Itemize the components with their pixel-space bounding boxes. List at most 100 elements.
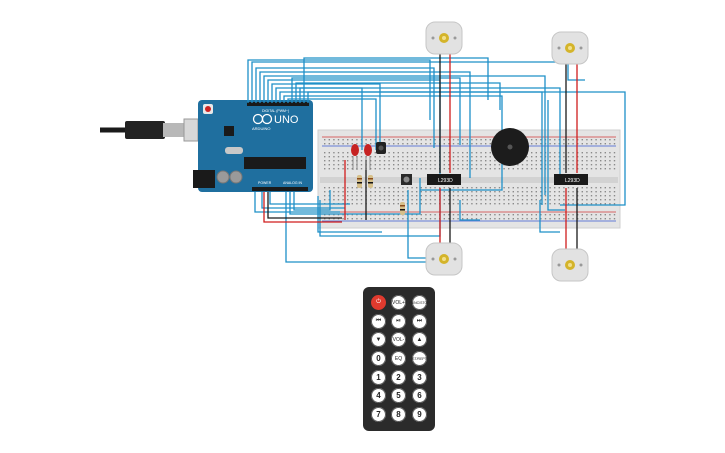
breadboard-hole[interactable] — [613, 199, 616, 201]
breadboard-hole[interactable] — [411, 168, 413, 170]
breadboard-hole[interactable] — [595, 156, 597, 158]
breadboard-hole[interactable] — [388, 187, 390, 189]
breadboard-hole[interactable] — [540, 160, 542, 162]
breadboard-hole[interactable] — [328, 139, 330, 141]
breadboard-hole[interactable] — [540, 203, 542, 205]
breadboard-hole[interactable] — [351, 199, 353, 201]
breadboard-hole[interactable] — [347, 160, 349, 162]
breadboard-hole[interactable] — [420, 160, 422, 162]
breadboard-hole[interactable] — [503, 168, 505, 170]
breadboard-hole[interactable] — [448, 139, 450, 141]
breadboard-hole[interactable] — [531, 218, 533, 220]
breadboard-hole[interactable] — [613, 214, 616, 216]
breadboard-hole[interactable] — [558, 139, 560, 141]
breadboard-hole[interactable] — [443, 187, 445, 189]
breadboard-hole[interactable] — [609, 168, 611, 170]
breadboard-hole[interactable] — [466, 143, 468, 145]
ir-remote[interactable]: ⏻ VOL+ FUNC/STOP ⏮ ⏯ ⏭ ▼ VOL- ▲ 0 EQ ST/… — [363, 287, 435, 431]
breadboard-hole[interactable] — [333, 218, 335, 220]
breadboard-hole[interactable] — [370, 139, 372, 141]
breadboard-hole[interactable] — [393, 195, 395, 197]
breadboard-hole[interactable] — [425, 160, 427, 162]
breadboard-hole[interactable] — [420, 214, 422, 216]
breadboard-hole[interactable] — [397, 214, 399, 216]
breadboard-hole[interactable] — [434, 143, 436, 145]
breadboard-hole[interactable] — [544, 203, 547, 205]
breadboard-hole[interactable] — [333, 168, 335, 170]
breadboard-hole[interactable] — [577, 164, 579, 166]
breadboard-hole[interactable] — [577, 152, 579, 154]
breadboard-hole[interactable] — [411, 156, 413, 158]
breadboard-hole[interactable] — [535, 191, 537, 193]
breadboard-hole[interactable] — [613, 168, 616, 170]
breadboard-hole[interactable] — [356, 191, 358, 193]
breadboard-hole[interactable] — [600, 187, 602, 189]
breadboard-hole[interactable] — [600, 195, 602, 197]
breadboard-hole[interactable] — [429, 203, 432, 205]
breadboard-hole[interactable] — [540, 214, 542, 216]
breadboard-hole[interactable] — [531, 195, 533, 197]
breadboard-hole[interactable] — [590, 143, 593, 145]
breadboard-hole[interactable] — [577, 168, 579, 170]
breadboard-hole[interactable] — [402, 156, 404, 158]
breadboard-hole[interactable] — [457, 160, 459, 162]
breadboard-hole[interactable] — [535, 218, 537, 220]
breadboard-hole[interactable] — [485, 214, 487, 216]
breadboard-hole[interactable] — [383, 139, 386, 141]
breadboard-hole[interactable] — [328, 143, 330, 145]
breadboard-hole[interactable] — [581, 191, 583, 193]
breadboard-hole[interactable] — [613, 164, 616, 166]
breadboard-hole[interactable] — [370, 214, 372, 216]
breadboard-hole[interactable] — [590, 139, 593, 141]
breadboard-hole[interactable] — [379, 191, 381, 193]
breadboard-hole[interactable] — [526, 214, 528, 216]
breadboard-hole[interactable] — [558, 152, 560, 154]
breadboard-hole[interactable] — [480, 143, 482, 145]
breadboard-hole[interactable] — [471, 164, 473, 166]
breadboard-hole[interactable] — [416, 199, 418, 201]
breadboard-hole[interactable] — [370, 203, 372, 205]
breadboard-hole[interactable] — [370, 160, 372, 162]
breadboard-hole[interactable] — [420, 139, 422, 141]
breadboard-hole[interactable] — [567, 214, 570, 216]
breadboard-hole[interactable] — [577, 156, 579, 158]
breadboard-hole[interactable] — [416, 214, 418, 216]
breadboard-hole[interactable] — [540, 195, 542, 197]
breadboard-hole[interactable] — [434, 218, 436, 220]
breadboard-hole[interactable] — [416, 156, 418, 158]
breadboard-hole[interactable] — [604, 164, 606, 166]
breadboard-hole[interactable] — [457, 143, 459, 145]
dc-motor-top-left[interactable] — [425, 21, 463, 55]
breadboard-hole[interactable] — [554, 168, 556, 170]
breadboard-hole[interactable] — [544, 214, 547, 216]
breadboard-hole[interactable] — [342, 199, 344, 201]
breadboard-hole[interactable] — [388, 203, 390, 205]
breadboard-hole[interactable] — [535, 164, 537, 166]
breadboard-hole[interactable] — [457, 191, 459, 193]
breadboard-hole[interactable] — [360, 199, 363, 201]
breadboard-hole[interactable] — [489, 203, 491, 205]
breadboard-hole[interactable] — [443, 203, 445, 205]
breadboard-hole[interactable] — [572, 218, 574, 220]
breadboard-hole[interactable] — [388, 191, 390, 193]
breadboard-hole[interactable] — [531, 187, 533, 189]
breadboard-hole[interactable] — [374, 160, 376, 162]
remote-prev-button[interactable]: ⏮ — [371, 314, 386, 329]
breadboard-hole[interactable] — [595, 187, 597, 189]
breadboard-hole[interactable] — [613, 152, 616, 154]
breadboard-hole[interactable] — [572, 203, 574, 205]
breadboard-hole[interactable] — [471, 143, 473, 145]
breadboard-hole[interactable] — [360, 191, 363, 193]
breadboard-hole[interactable] — [540, 218, 542, 220]
breadboard-hole[interactable] — [434, 195, 436, 197]
breadboard-hole[interactable] — [563, 203, 565, 205]
breadboard-hole[interactable] — [613, 195, 616, 197]
breadboard-hole[interactable] — [356, 139, 358, 141]
breadboard-hole[interactable] — [577, 214, 579, 216]
breadboard-hole[interactable] — [337, 156, 340, 158]
breadboard-hole[interactable] — [347, 218, 349, 220]
breadboard-hole[interactable] — [360, 164, 363, 166]
breadboard-hole[interactable] — [586, 156, 588, 158]
breadboard-hole[interactable] — [383, 195, 386, 197]
breadboard-hole[interactable] — [590, 199, 593, 201]
